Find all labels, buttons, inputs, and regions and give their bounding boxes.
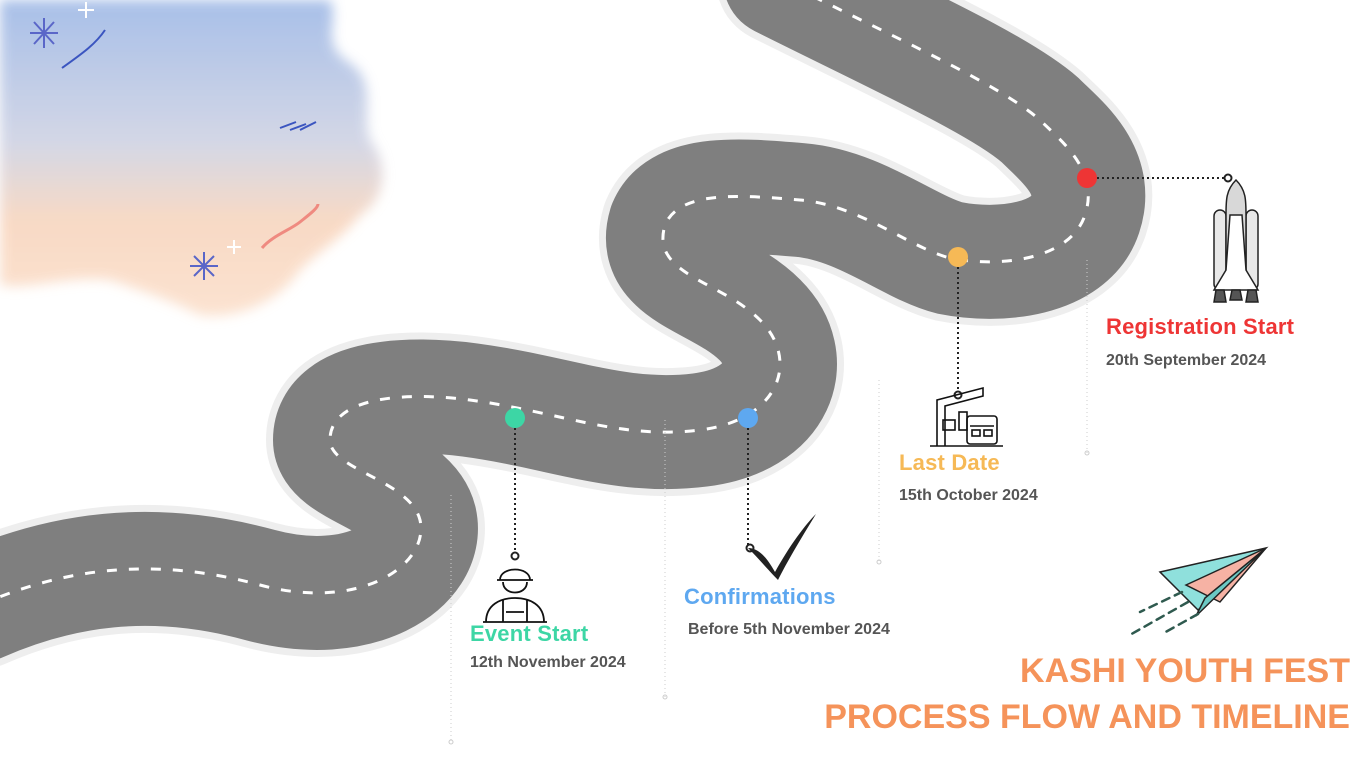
event-start-date: 12th November 2024 (470, 654, 626, 671)
last-date-title: Last Date (899, 450, 1000, 475)
confirmations-title: Confirmations (684, 584, 836, 609)
checkmark-icon (748, 514, 816, 580)
space-shuttle-icon (1212, 178, 1260, 303)
last-date-date: 15th October 2024 (899, 487, 1038, 504)
heading-line-2: PROCESS FLOW AND TIMELINE (824, 698, 1350, 736)
paper-plane-icon (1126, 546, 1269, 638)
last-date-dot (948, 247, 968, 267)
worker-icon (483, 568, 547, 623)
event-start-title: Event Start (470, 621, 589, 646)
registration-dot (1077, 168, 1097, 188)
registration-date: 20th September 2024 (1106, 352, 1267, 369)
flower-doodle-icon (30, 18, 218, 280)
confirmations-dot (738, 408, 758, 428)
ticket-office-icon (930, 386, 1003, 447)
event-start-dot (505, 408, 525, 428)
confirmations-date: Before 5th November 2024 (688, 621, 890, 638)
registration-title: Registration Start (1106, 314, 1295, 339)
heading-line-1: KASHI YOUTH FEST (1020, 652, 1350, 690)
